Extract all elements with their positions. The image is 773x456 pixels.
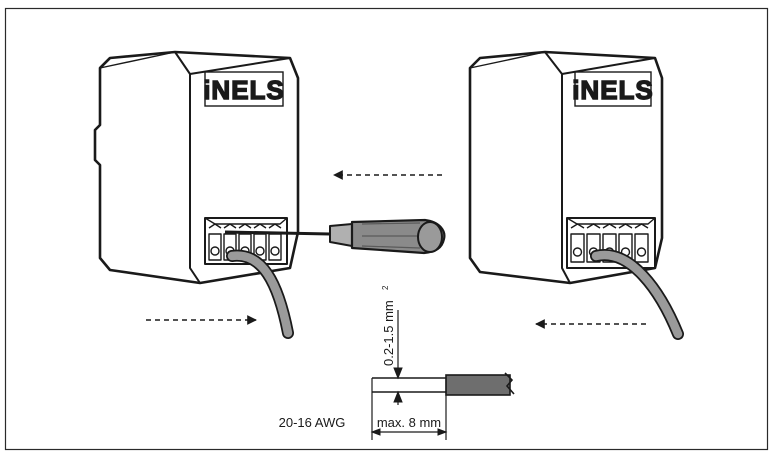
wire-cross-section-superscript: 2 <box>381 285 390 290</box>
wire-cross-section-label: 0.2-1.5 mm <box>381 300 396 366</box>
device-left <box>93 50 300 285</box>
awg-label: 20-16 AWG <box>279 415 346 430</box>
screwdriver-icon <box>224 218 446 255</box>
device-right <box>468 50 664 285</box>
wire-strip-detail <box>370 310 515 440</box>
strip-length-label: max. 8 mm <box>377 415 441 430</box>
brand-logo-left: iNELS <box>203 71 285 107</box>
svg-text:iNELS: iNELS <box>203 75 285 105</box>
svg-text:iNELS: iNELS <box>572 75 654 105</box>
brand-logo-right: iNELS <box>572 71 654 107</box>
